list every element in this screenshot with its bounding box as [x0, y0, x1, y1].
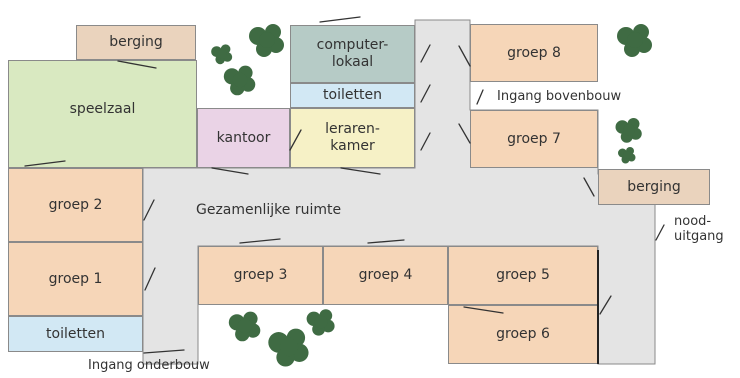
toilets-top: toiletten — [290, 83, 415, 108]
storage-room-label: berging — [109, 34, 163, 51]
classroom-label: groep 8 — [507, 44, 561, 61]
classroom-group-5: groep 5 — [448, 246, 598, 305]
classroom-group-1: groep 1 — [8, 242, 143, 316]
staff-room-label: leraren- kamer — [325, 121, 380, 154]
gym-hall-label: speelzaal — [69, 101, 136, 117]
classroom-label: groep 1 — [48, 270, 103, 287]
toilets-bottom: toiletten — [8, 316, 143, 352]
storage-room-label: berging — [627, 178, 681, 195]
staff-room: leraren- kamer — [290, 108, 415, 168]
office-room-label: kantoor — [216, 129, 271, 146]
tree-icon — [268, 328, 309, 367]
toilets-bottom-label: toiletten — [46, 325, 105, 342]
tree-icon — [223, 65, 256, 96]
tree-icon — [249, 24, 284, 57]
classroom-group-8: groep 8 — [470, 24, 598, 82]
computer-room-label: computer- lokaal — [316, 37, 389, 70]
computer-room: computer- lokaal — [290, 25, 415, 83]
office-room: kantoor — [197, 108, 290, 168]
classroom-label: groep 7 — [507, 130, 561, 147]
shared-space-label: Gezamenlijke ruimte — [196, 202, 342, 218]
emergency-exit-label: nood- uitgang — [674, 214, 724, 244]
classroom-group-6: groep 6 — [448, 305, 598, 364]
classroom-group-7: groep 7 — [470, 110, 598, 168]
classroom-label: groep 3 — [233, 267, 288, 284]
storage-room-right: berging — [598, 169, 710, 205]
classroom-group-4: groep 4 — [323, 246, 448, 305]
classroom-group-2: groep 2 — [8, 168, 143, 242]
storage-room-top: berging — [76, 25, 196, 60]
lower-entrance-label: Ingang onderbouw — [88, 358, 210, 373]
upper-entrance-label: Ingang bovenbouw — [497, 89, 622, 104]
classroom-group-3: groep 3 — [198, 246, 323, 305]
classroom-label: groep 6 — [496, 326, 550, 343]
tree-icon — [211, 44, 233, 65]
tree-icon — [615, 118, 642, 143]
toilets-top-label: toiletten — [323, 87, 382, 104]
tree-icons — [211, 24, 652, 367]
tree-icon — [228, 311, 261, 342]
gym-hall: speelzaal — [8, 60, 197, 168]
classroom-label: groep 5 — [496, 267, 550, 284]
classroom-label: groep 2 — [48, 196, 103, 213]
classroom-label: groep 4 — [358, 267, 413, 284]
tree-icon — [306, 309, 335, 336]
tree-icon — [618, 147, 636, 164]
tree-icon — [617, 24, 652, 57]
